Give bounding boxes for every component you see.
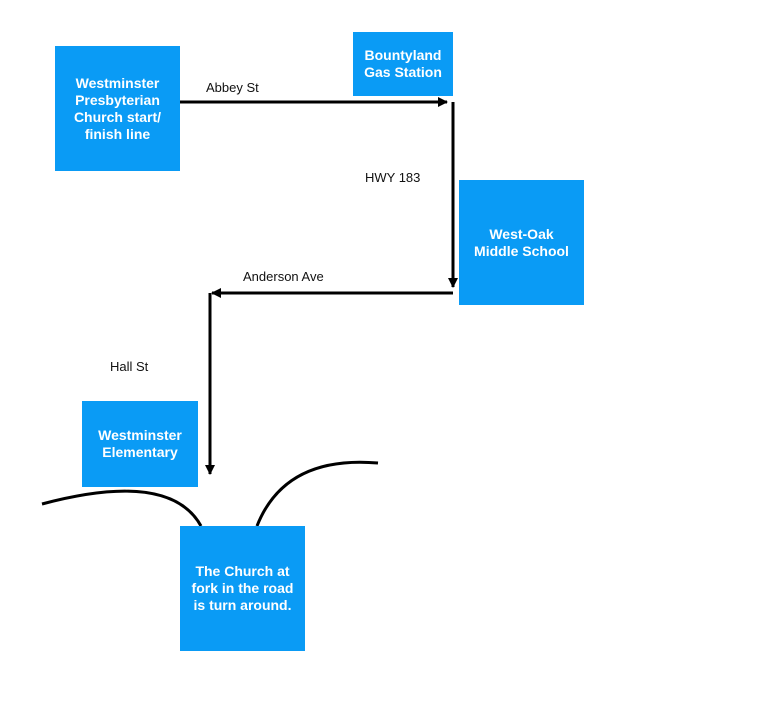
turnaround-church-box: The Church at fork in the road is turn a… [180, 526, 305, 651]
abbey-st-label: Abbey St [206, 80, 259, 95]
west-oak-middle-school-box: West-Oak Middle School [459, 180, 584, 305]
left-fork-road-curve [41, 489, 203, 527]
hwy-183-label: HWY 183 [365, 170, 421, 185]
anderson-ave-label: Anderson Ave [243, 269, 324, 284]
hall-st-label: Hall St [110, 359, 149, 374]
westminster-presbyterian-church-box: Westminster Presbyterian Church start/ f… [55, 46, 180, 171]
bountyland-gas-station-box: Bountyland Gas Station [353, 32, 453, 96]
westminster-elementary-box: Westminster Elementary [82, 401, 198, 487]
right-fork-road-curve [255, 460, 379, 527]
